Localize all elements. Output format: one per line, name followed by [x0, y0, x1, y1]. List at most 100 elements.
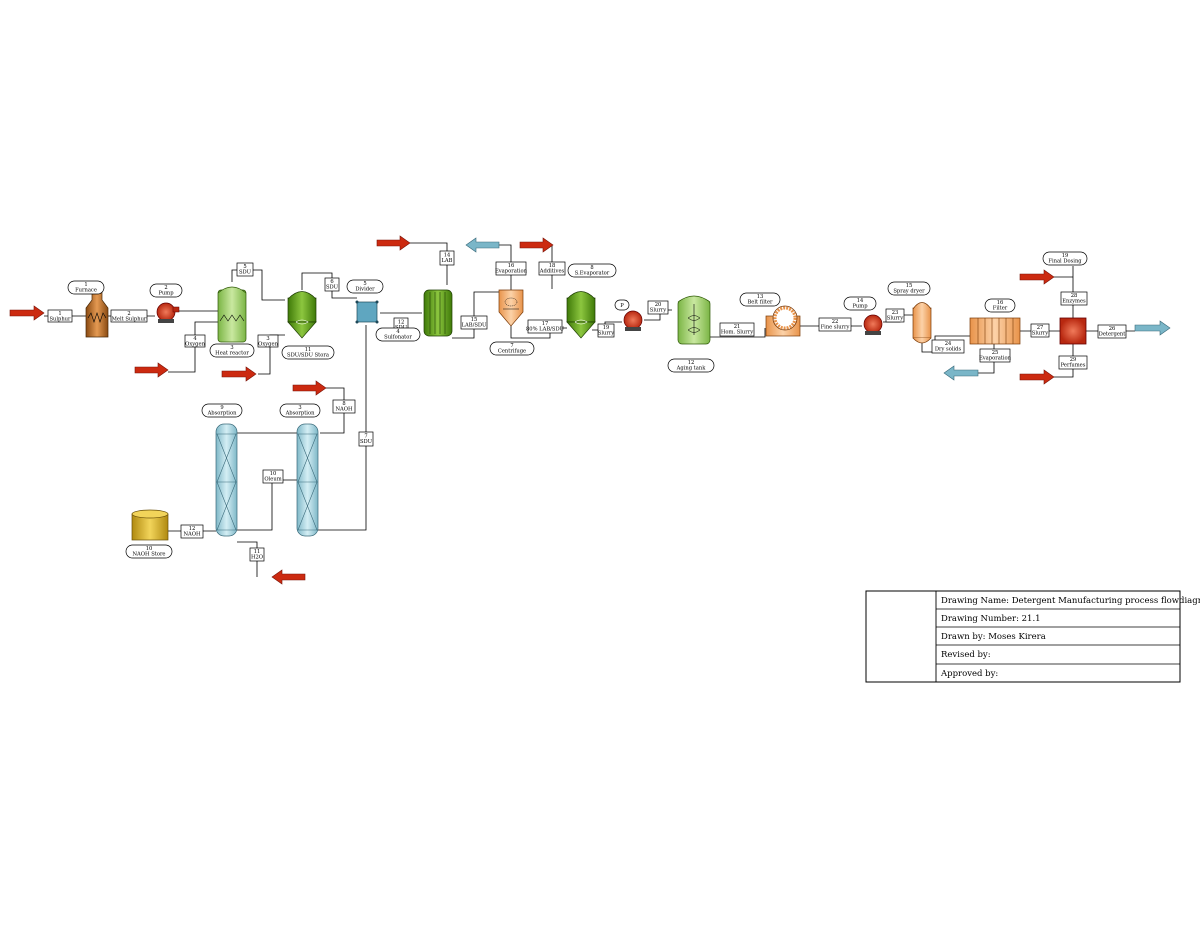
svg-text:1: 1: [84, 282, 87, 288]
heat-reactor: [217, 286, 247, 343]
outlet-arrow-detergent: [1134, 320, 1171, 336]
svg-text:9: 9: [220, 405, 223, 411]
svg-text:SDU: SDU: [239, 270, 252, 276]
sulfonator: [423, 289, 453, 337]
revised-by: Revised by:: [941, 650, 991, 660]
svg-text:Slurry: Slurry: [887, 316, 904, 322]
svg-text:Enzymes: Enzymes: [1062, 299, 1086, 305]
svg-text:19: 19: [1062, 253, 1069, 259]
svg-text:27: 27: [1037, 325, 1044, 331]
title-block: Drawing Name: Detergent Manufacturing pr…: [865, 590, 1200, 683]
svg-text:4: 4: [396, 329, 400, 335]
svg-text:14: 14: [857, 298, 864, 304]
svg-text:1: 1: [58, 311, 61, 317]
svg-text:11: 11: [254, 549, 261, 555]
svg-text:Filter: Filter: [993, 306, 1008, 312]
svg-text:15: 15: [906, 283, 913, 289]
svg-text:SDU/SDU Stora: SDU/SDU Stora: [287, 353, 329, 359]
svg-text:80% LAB/SDU: 80% LAB/SDU: [526, 327, 565, 333]
inlet-arrow-oxygen-1: [134, 362, 169, 378]
svg-text:29: 29: [1070, 357, 1077, 363]
svg-text:LAB/SDU: LAB/SDU: [462, 323, 487, 329]
svg-text:4: 4: [193, 336, 197, 342]
final-mixer: [1059, 317, 1087, 345]
svg-text:8: 8: [590, 265, 593, 271]
svg-text:23: 23: [892, 310, 899, 316]
centrifuge: [498, 289, 524, 327]
svg-text:18: 18: [549, 263, 556, 269]
svg-text:6: 6: [330, 279, 333, 285]
svg-text:7: 7: [364, 434, 367, 440]
svg-text:10: 10: [146, 546, 153, 552]
svg-text:SDU: SDU: [360, 439, 373, 445]
svg-text:3: 3: [266, 336, 269, 342]
svg-text:3: 3: [230, 345, 233, 351]
svg-text:12: 12: [688, 360, 695, 366]
svg-text:Oxygen: Oxygen: [258, 342, 278, 348]
inlet-arrow-naoh: [292, 380, 327, 396]
callout-pump-2: P: [614, 299, 630, 311]
svg-text:14: 14: [444, 253, 451, 259]
outlet-arrow-evaporation-2: [943, 365, 979, 381]
svg-text:P: P: [620, 303, 624, 309]
svg-text:13: 13: [757, 294, 764, 300]
svg-text:LAB: LAB: [441, 258, 452, 264]
svg-text:Evaporation: Evaporation: [495, 269, 528, 275]
furnace: [85, 291, 109, 338]
svg-text:22: 22: [832, 319, 839, 325]
divider: [355, 300, 379, 324]
svg-text:Spray dryer: Spray dryer: [893, 289, 925, 295]
svg-text:5: 5: [243, 264, 246, 270]
svg-text:Divider: Divider: [355, 287, 375, 293]
svg-text:2: 2: [164, 285, 167, 291]
approved-by: Approved by:: [940, 669, 998, 679]
svg-text:Slurry: Slurry: [650, 308, 667, 314]
svg-text:Slurry: Slurry: [1032, 331, 1049, 337]
inlet-arrow-sulphur: [9, 305, 45, 321]
svg-text:21: 21: [734, 324, 741, 330]
svg-text:10: 10: [270, 471, 277, 477]
pump-3: [863, 314, 883, 335]
inlet-arrow-water: [271, 569, 306, 585]
inlet-arrow-lab: [376, 235, 411, 251]
pump-1: [156, 302, 180, 323]
inlet-arrow-oxygen-2: [221, 366, 257, 382]
svg-text:17: 17: [542, 321, 549, 327]
svg-text:Final Dosing: Final Dosing: [1048, 259, 1082, 265]
svg-text:H2O: H2O: [251, 555, 263, 561]
svg-text:12: 12: [398, 320, 405, 326]
drawing-name: Drawing Name: Detergent Manufacturing pr…: [941, 596, 1200, 606]
svg-text:Oxygen: Oxygen: [185, 342, 205, 348]
svg-text:Oleum: Oleum: [264, 477, 281, 483]
svg-text:Heat reactor: Heat reactor: [215, 351, 249, 357]
svg-text:7: 7: [510, 343, 513, 349]
svg-text:Absorption: Absorption: [207, 411, 238, 417]
svg-text:Sulfonator: Sulfonator: [384, 335, 412, 341]
svg-text:3: 3: [298, 405, 301, 411]
